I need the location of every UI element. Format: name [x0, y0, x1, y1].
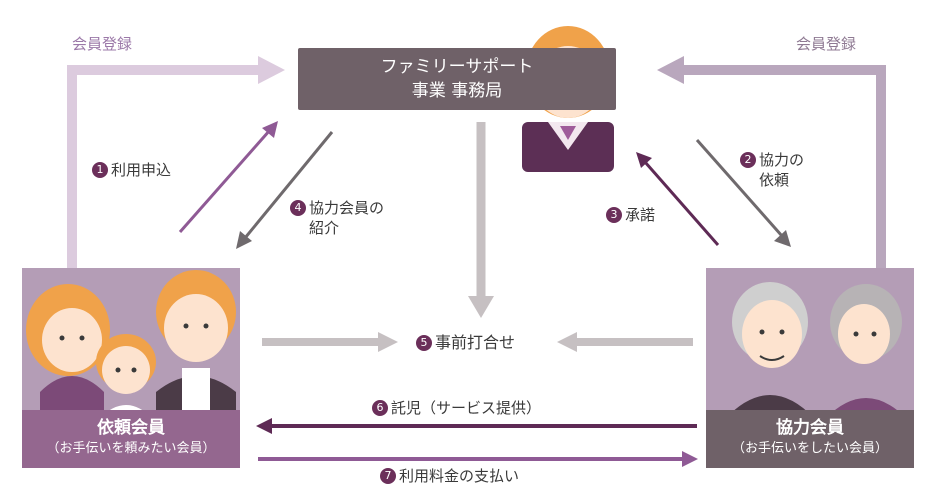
arrow-step7 [258, 451, 698, 467]
step1-number: 1 [92, 162, 108, 178]
helper-member-box: 協力会員 （お手伝いをしたい会員） [706, 410, 914, 468]
office-line2: 事業 事務局 [411, 81, 503, 101]
arrow-step4 [236, 131, 334, 249]
step1-text: 利用申込 [111, 161, 172, 179]
step7-label: 7 利用料金の支払い [380, 466, 519, 486]
register-arrow-right [657, 56, 886, 268]
step4-label: 4 協力会員の 紹介 [290, 198, 384, 238]
user-member-subtitle: （お手伝いを頼みたい会員） [46, 441, 216, 456]
helper-member-title: 協力会員 [776, 418, 844, 438]
step5-text: 事前打合せ [435, 333, 516, 352]
step3-label: 3 承諾 [606, 205, 655, 225]
step2-text-line1: 協力の [759, 151, 805, 169]
arrow-step6 [256, 418, 697, 434]
arrow-step3 [636, 152, 720, 246]
arrow-step1 [178, 121, 278, 233]
step4-number: 4 [290, 200, 306, 216]
family-illustration [22, 268, 240, 418]
helper-member-subtitle: （お手伝いをしたい会員） [731, 441, 888, 456]
step6-number: 6 [372, 400, 388, 416]
register-label-right: 会員登録 [796, 35, 857, 53]
step7-number: 7 [380, 468, 396, 484]
office-line1: ファミリーサポート [380, 57, 534, 77]
user-member-title: 依頼会員 [97, 418, 165, 438]
step3-text: 承諾 [625, 206, 656, 224]
step2-label: 2 協力の 依頼 [740, 150, 804, 190]
elderly-illustration [706, 268, 914, 418]
arrow-step2 [695, 139, 791, 247]
step5-number: 5 [416, 335, 432, 351]
register-arrow-left [67, 56, 285, 268]
arrow-helper-to-meeting [557, 332, 693, 352]
step6-label: 6 託児（サービス提供） [372, 398, 541, 418]
step1-label: 1 利用申込 [92, 160, 171, 180]
user-member-box: 依頼会員 （お手伝いを頼みたい会員） [22, 410, 240, 468]
step4-text-line2: 紹介 [309, 219, 340, 237]
register-label-left: 会員登録 [72, 35, 133, 53]
arrow-user-to-meeting [262, 332, 398, 352]
step2-number: 2 [740, 152, 756, 168]
step2-text-line2: 依頼 [759, 171, 790, 189]
arrow-office-to-meeting [468, 122, 494, 318]
step6-text: 託児（サービス提供） [391, 399, 542, 417]
step5-label: 5 事前打合せ [416, 333, 515, 353]
step7-text: 利用料金の支払い [399, 467, 520, 485]
step4-text-line1: 協力会員の [309, 199, 385, 217]
step3-number: 3 [606, 207, 622, 223]
office-box: ファミリーサポート 事業 事務局 [298, 48, 616, 110]
